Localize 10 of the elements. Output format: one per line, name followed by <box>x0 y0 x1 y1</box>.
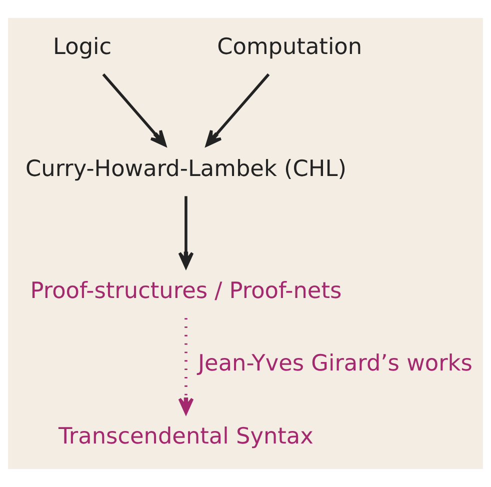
arrow <box>178 196 194 268</box>
node-text: Proof-structures / Proof-nets <box>30 278 342 304</box>
node-text: Curry-Howard-Lambek (CHL) <box>25 156 346 182</box>
node-text: Logic <box>53 34 112 60</box>
edge-label: Jean-Yves Girard’s works <box>198 350 472 377</box>
arrow <box>206 73 270 147</box>
arrow <box>178 318 194 414</box>
node-text: Computation <box>217 34 362 60</box>
arrow <box>102 73 166 147</box>
node-text: Transcendental Syntax <box>58 424 314 450</box>
